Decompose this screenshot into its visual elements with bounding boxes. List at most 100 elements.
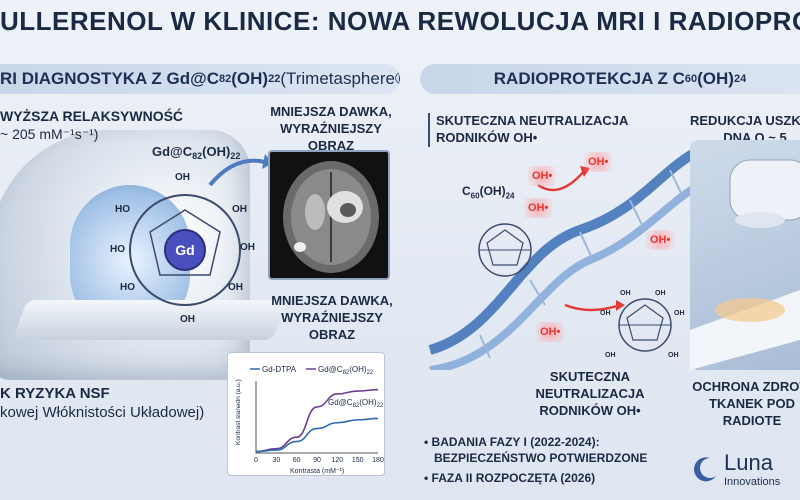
neutral-divider — [428, 113, 430, 147]
chart-ylabel: Kontrast sianədn (a.u.) — [235, 379, 242, 445]
logo-sub: Innovations — [724, 476, 781, 488]
section-header-mri-mid: (OH) — [231, 69, 269, 88]
arrow-icon — [616, 300, 625, 311]
relaxivity-line2: ~ 205 mM⁻¹s⁻¹) — [0, 126, 99, 142]
chart-xtick-label: 180 — [372, 457, 384, 464]
relaxivity-line1: WYŻSZA RELAKSYWNOŚĆ — [0, 108, 184, 124]
legend-gd-fullerenol: Gd@C82(OH)22 — [318, 365, 374, 376]
protection-line1: OCHRONA ZDROW — [692, 379, 800, 394]
dose-bottom-line2: WYRAŹNIEJSZY OBRAZ — [281, 310, 383, 342]
protection-line3: RADIOTE — [722, 413, 782, 428]
dose-caption-top: MNIEJSZA DAWKA, WYRAŹNIEJSZY OBRAZ — [266, 103, 396, 154]
oh-radical-label: OH• — [584, 152, 613, 172]
dose-top-line2: WYRAŹNIEJSZY OBRAZ — [280, 121, 382, 153]
chart-xtick-label: 0 — [254, 457, 258, 464]
oh-label: OH — [228, 282, 243, 293]
neutralization-caption-bottom: SKUTECZNA NEUTRALIZACJA RODNIKÓW OH• — [530, 368, 650, 419]
oh-radical-label: OH• — [524, 198, 553, 218]
oh-label: OH — [175, 172, 190, 183]
legend-gd-mid: (OH) — [349, 365, 367, 374]
chart-series-line-0 — [255, 388, 379, 453]
ho-label: HO — [115, 204, 130, 215]
oh-radical-label: OH• — [536, 322, 565, 342]
c60-molecule-second: OH OH OH OH OH OH — [600, 290, 685, 359]
neutral-top-line2: RODNIKÓW OH• — [436, 130, 538, 145]
oh-label: OH — [232, 204, 247, 215]
oh-radical-label: OH• — [646, 230, 675, 250]
trial-item-phase1: BADANIA FAZY I (2022-2024): — [424, 434, 647, 450]
chart-xlabel: Kontrasta (mM⁻¹) — [290, 468, 344, 475]
gd-formula-prefix: Gd@C — [152, 144, 193, 159]
oh-label: OH — [180, 314, 195, 325]
section-header-radio-sub2: 24 — [733, 73, 747, 85]
chart-xtick-label: 30 — [272, 457, 280, 464]
fullerene-cage-outer — [129, 194, 241, 306]
gd-core-label: Gd — [175, 242, 194, 258]
protection-caption: OCHRONA ZDROW TKANEK POD RADIOTE — [692, 378, 800, 429]
gd-formula-label: Gd@C82(OH)22 — [152, 144, 240, 161]
section-header-mri-sub2: 22 — [268, 73, 281, 85]
fullerene-cage-inner — [149, 209, 221, 276]
nsf-line1: K RYZYKA NSF — [0, 385, 110, 402]
neutralization-caption-top: SKUTECZNA NEUTRALIZACJA RODNIKÓW OH• — [436, 112, 628, 146]
neutral-top-line1: SKUTECZNA NEUTRALIZACJA — [436, 113, 629, 128]
neutral-bottom-line3: RODNIKÓW OH• — [539, 403, 641, 418]
c60-sub1: 60 — [470, 191, 480, 201]
neutral-bottom-line1: SKUTECZNA — [549, 369, 631, 384]
section-header-radio-mid: (OH) — [697, 69, 734, 88]
gd-formula-sub2: 22 — [230, 151, 240, 161]
c60-prefix: C — [462, 184, 471, 198]
chart-xtick-label: 60 — [293, 457, 301, 464]
inline-gd-mid: (OH) — [359, 398, 377, 407]
inline-gd-prefix: Gd@C — [328, 398, 353, 407]
chart-xtick-label: 150 — [352, 457, 364, 464]
moon-icon — [694, 457, 716, 482]
radiotherapy-patient-image — [690, 140, 800, 370]
dna-damage-line1: REDUKCJA USZKOD — [690, 113, 800, 128]
chart-axes — [255, 381, 378, 454]
dose-bottom-line1: MNIEJSZA DAWKA, — [271, 293, 393, 308]
legend-gd-sub2: 22 — [367, 370, 374, 376]
c60-sub2: 24 — [505, 191, 515, 201]
chart-series-line-1 — [255, 417, 379, 453]
clinical-trials-list: BADANIA FAZY I (2022-2024): BEZPIECZEŃST… — [424, 434, 648, 486]
section-header-radio-sub1: 60 — [684, 73, 698, 85]
legend-gd-sub1: 82 — [343, 370, 350, 376]
chart-lines — [255, 388, 379, 453]
section-header-mri-suffix: (Trimetasphere®) — [280, 69, 400, 88]
chart-ticks: 0 30 60 90 120 150 180 — [254, 457, 384, 464]
chart-axis-line — [255, 381, 378, 454]
oh-label: OH — [605, 352, 616, 359]
logo-name: Luna — [724, 450, 773, 475]
dose-caption-bottom: MNIEJSZA DAWKA, WYRAŹNIEJSZY OBRAZ — [262, 292, 402, 343]
gd-fullerene-molecule: Gd@C82(OH)22 Gd OH OH OH OH OH HO HO HO — [110, 144, 255, 325]
protection-line2: TKANEK POD — [709, 396, 795, 411]
page-title: ULLERENOL W KLINICE: NOWA REWOLUCJA MRI … — [0, 6, 800, 36]
section-header-mri-sub1: 82 — [219, 73, 232, 85]
trial-item-phase1-detail: BEZPIECZEŃSTWO POTWIERDZONE — [434, 451, 648, 465]
inline-label-gd-fullerenol: Gd@C82(OH)22 — [328, 398, 384, 409]
arrow-icon — [208, 154, 273, 187]
luna-logo: Luna Innovations — [690, 450, 780, 488]
c60-mid: (OH) — [479, 184, 506, 198]
chart-xtick-label: 120 — [331, 457, 343, 464]
nsf-line2: kowej Włóknistości Układowej) — [0, 404, 205, 421]
inline-gd-sub1: 82 — [353, 403, 360, 409]
oh-radical-label: OH• — [528, 166, 557, 186]
legend-gd-prefix: Gd@C — [318, 365, 343, 374]
chart-xtick-label: 90 — [313, 457, 321, 464]
inline-gd-sub2: 22 — [377, 403, 384, 409]
gd-formula-mid: (OH) — [202, 144, 230, 159]
dose-top-line1: MNIEJSZA DAWKA, — [270, 104, 392, 119]
relaxivity-label: WYŻSZA RELAKSYWNOŚĆ ~ 205 mM⁻¹s⁻¹) — [0, 107, 183, 143]
nsf-label: K RYZYKA NSF kowej Włóknistości Układowe… — [0, 384, 204, 422]
neutral-bottom-line2: NEUTRALIZACJA — [535, 386, 645, 401]
section-header-mri-prefix: RI DIAGNOSTYKA Z Gd@C — [0, 69, 219, 88]
oh-label: OH — [668, 352, 679, 359]
c60-molecule — [478, 223, 532, 277]
oh-label: OH — [240, 242, 255, 253]
oh-label: OH — [674, 310, 685, 317]
